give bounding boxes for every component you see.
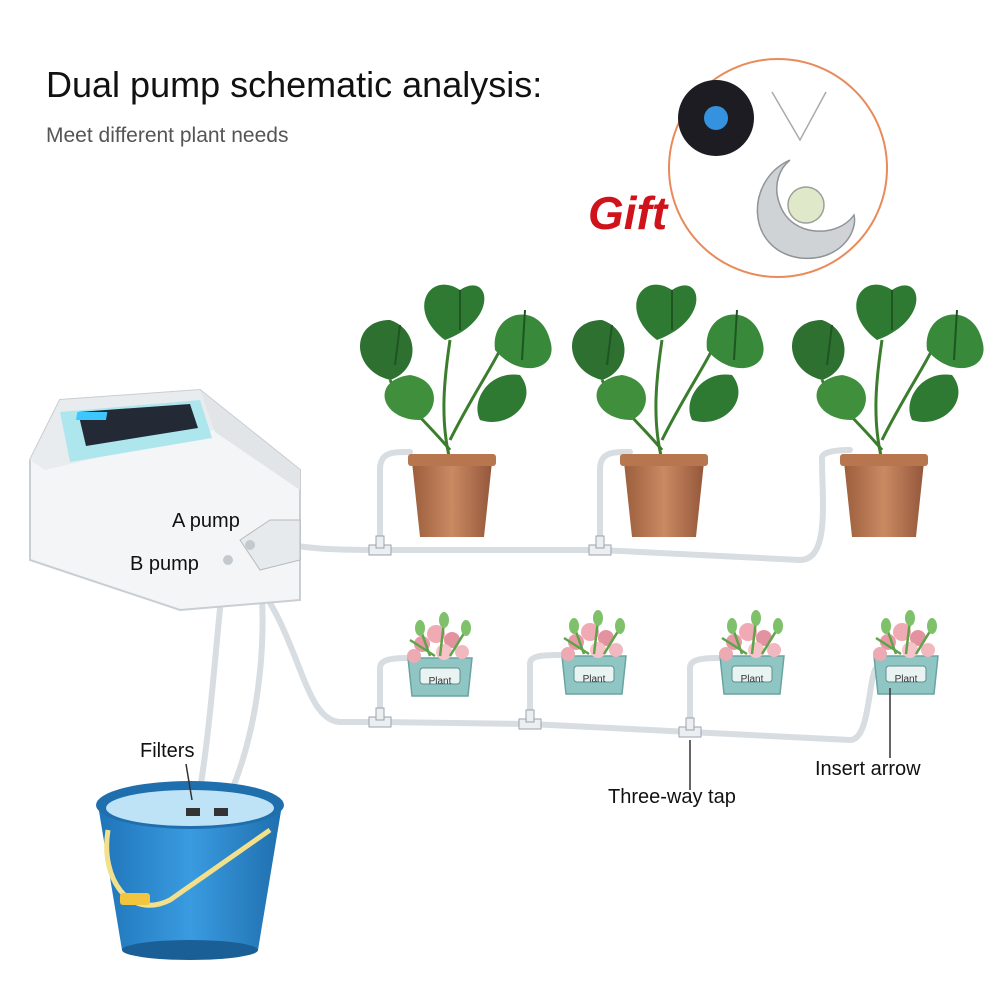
three-way-tap-icon — [588, 535, 612, 556]
three-way-tap-label: Three-way tap — [608, 786, 736, 808]
insert-arrow-label: Insert arrow — [815, 758, 921, 780]
gift-label: Gift — [588, 187, 668, 239]
three-way-tap-icon — [368, 535, 392, 556]
pot-label: Plant — [583, 674, 606, 685]
pot-label: Plant — [429, 676, 452, 687]
gift-circle — [668, 58, 888, 278]
b-pump-label: B pump — [130, 553, 199, 575]
page-title: Dual pump schematic analysis: — [46, 64, 543, 105]
tubing-a-line — [259, 447, 853, 564]
pot-label: Plant — [741, 674, 764, 685]
water-bucket-icon — [96, 781, 284, 960]
filters-label: Filters — [140, 740, 195, 762]
succulent-plant-icon: Plant — [717, 608, 786, 696]
three-way-tap-icon — [678, 717, 702, 738]
moon-necklace-icon — [678, 80, 856, 259]
pot-label: Plant — [895, 674, 918, 685]
a-pump-label: A pump — [172, 510, 240, 532]
succulent-plant-icon: Plant — [871, 608, 940, 696]
succulent-plant-icon: Plant — [405, 610, 474, 698]
three-way-tap-icon — [518, 709, 542, 730]
controller-device-icon — [29, 388, 301, 612]
monstera-plant-icon — [358, 283, 554, 537]
three-way-tap-icon — [368, 707, 392, 728]
page-subtitle: Meet different plant needs — [46, 124, 289, 147]
succulent-plant-icon: Plant — [559, 608, 628, 696]
filters-pointer — [185, 763, 193, 801]
